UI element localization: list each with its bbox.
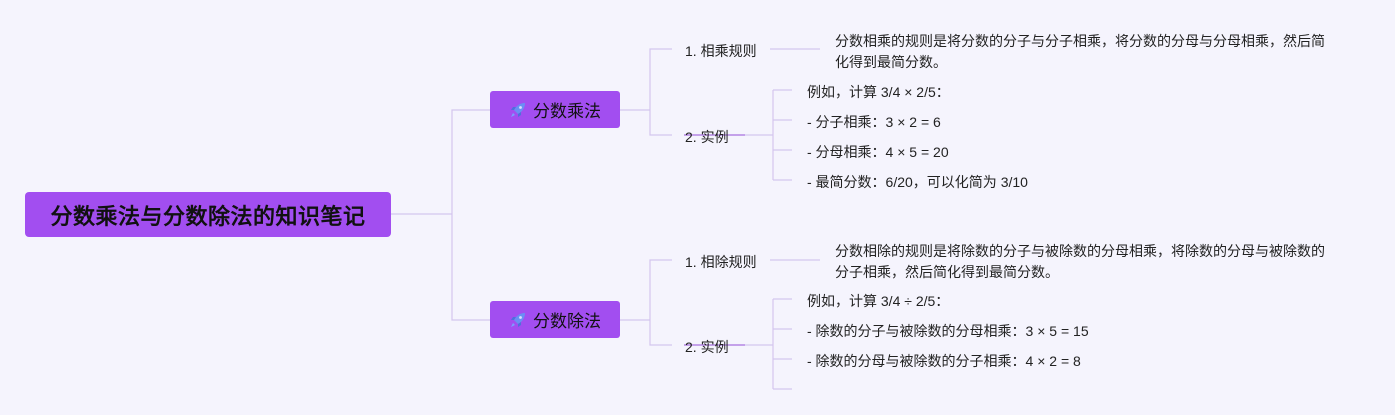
leaf-text: 例如，计算 3/4 × 2/5： [807,84,950,100]
link-root-branch-2 [451,214,490,321]
division-example-item[interactable]: - 除数的分子与被除数的分母相乘：3 × 5 = 15 [807,321,1089,341]
leaf-text: 例如，计算 3/4 ÷ 2/5： [807,293,950,309]
sub-division-rule-label: 1. 相除规则 [685,254,757,270]
leaf-text: - 分母相乘：4 × 5 = 20 [807,144,949,160]
sub-multiplication-example[interactable]: 2. 实例 [685,127,729,147]
link-b2-rule [649,259,672,320]
sub-division-rule[interactable]: 1. 相除规则 [685,252,757,272]
link-b2-example [649,320,672,346]
branch-multiplication[interactable]: 分数乘法 [490,91,620,128]
sub-multiplication-example-label: 2. 实例 [685,129,729,145]
division-rule-text[interactable]: 分数相除的规则是将除数的分子与被除数的分母相乘，将除数的分母与被除数的分子相乘，… [835,241,1335,283]
multiplication-example-item[interactable]: 例如，计算 3/4 × 2/5： [807,82,950,102]
branch-multiplication-label: 分数乘法 [533,102,601,121]
division-example-item[interactable]: 例如，计算 3/4 ÷ 2/5： [807,291,949,311]
multiplication-example-item[interactable]: - 最简分数：6/20，可以化简为 3/10 [807,172,1028,192]
rocket-icon [509,101,527,119]
multiplication-example-item[interactable]: - 分母相乘：4 × 5 = 20 [807,142,949,162]
division-example-item[interactable]: - 除数的分母与被除数的分子相乘：4 × 2 = 8 [807,351,1081,371]
root-node[interactable]: 分数乘法与分数除法的知识笔记 [25,192,391,237]
division-rule-text-content: 分数相除的规则是将除数的分子与被除数的分母相乘，将除数的分母与被除数的分子相乘，… [835,243,1325,280]
branch-division[interactable]: 分数除法 [490,301,620,338]
sub-multiplication-rule[interactable]: 1. 相乘规则 [685,41,757,61]
root-title: 分数乘法与分数除法的知识笔记 [50,203,366,229]
sub-multiplication-rule-label: 1. 相乘规则 [685,43,757,59]
branch-division-label: 分数除法 [533,312,601,331]
link-b1-example [649,110,672,136]
link-b1-rule [649,48,672,110]
multiplication-rule-text-content: 分数相乘的规则是将分数的分子与分子相乘，将分数的分母与分母相乘，然后简化得到最简… [835,33,1325,70]
sub-division-example[interactable]: 2. 实例 [685,337,729,357]
rocket-icon [509,311,527,329]
link-root-branch-1 [451,109,490,214]
leaf-text: - 除数的分子与被除数的分母相乘：3 × 5 = 15 [807,323,1089,339]
multiplication-example-item[interactable]: - 分子相乘：3 × 2 = 6 [807,112,941,132]
leaf-text: - 最简分数：6/20，可以化简为 3/10 [807,174,1028,190]
leaf-text: - 分子相乘：3 × 2 = 6 [807,114,941,130]
leaf-text: - 除数的分母与被除数的分子相乘：4 × 2 = 8 [807,353,1081,369]
sub-division-example-label: 2. 实例 [685,339,729,355]
multiplication-rule-text[interactable]: 分数相乘的规则是将分数的分子与分子相乘，将分数的分母与分母相乘，然后简化得到最简… [835,31,1335,73]
